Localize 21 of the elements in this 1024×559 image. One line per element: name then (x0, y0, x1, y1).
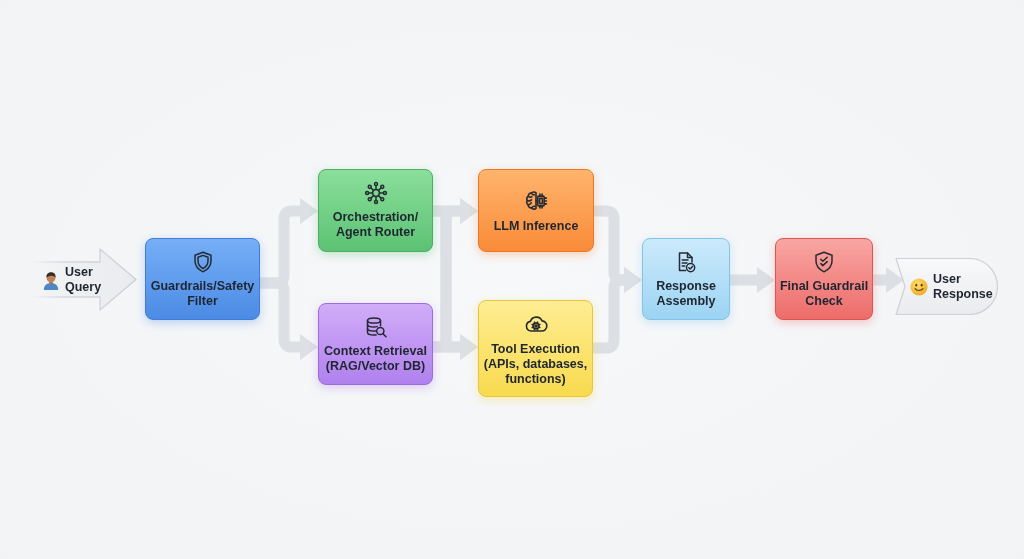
connector-arrow (433, 334, 478, 360)
node-label: Orchestration/ Agent Router (331, 210, 420, 240)
node-label: User Query (65, 264, 103, 295)
process-box (478, 169, 594, 252)
connector-arrow (730, 267, 775, 293)
process-box (478, 300, 593, 397)
process-box (145, 238, 260, 320)
node-label: Response Assembly (655, 278, 717, 309)
node-label: Guardrails/Safety Filter (149, 278, 256, 309)
connector-arrow (593, 267, 642, 354)
node-label: User Response (933, 271, 994, 302)
connector-arrow (873, 267, 904, 293)
node-label: Tool Execution (APIs, databases, functions) (482, 341, 589, 387)
node-label: Final Guardrail Check (779, 278, 869, 309)
connector-arrow (260, 277, 318, 360)
process-box (775, 238, 873, 320)
node-label: LLM Inference (493, 218, 579, 234)
process-box (318, 169, 433, 252)
process-box (318, 303, 433, 385)
process-box (642, 238, 730, 320)
node-label: Context Retrieval (RAG/Vector DB) (323, 343, 428, 374)
